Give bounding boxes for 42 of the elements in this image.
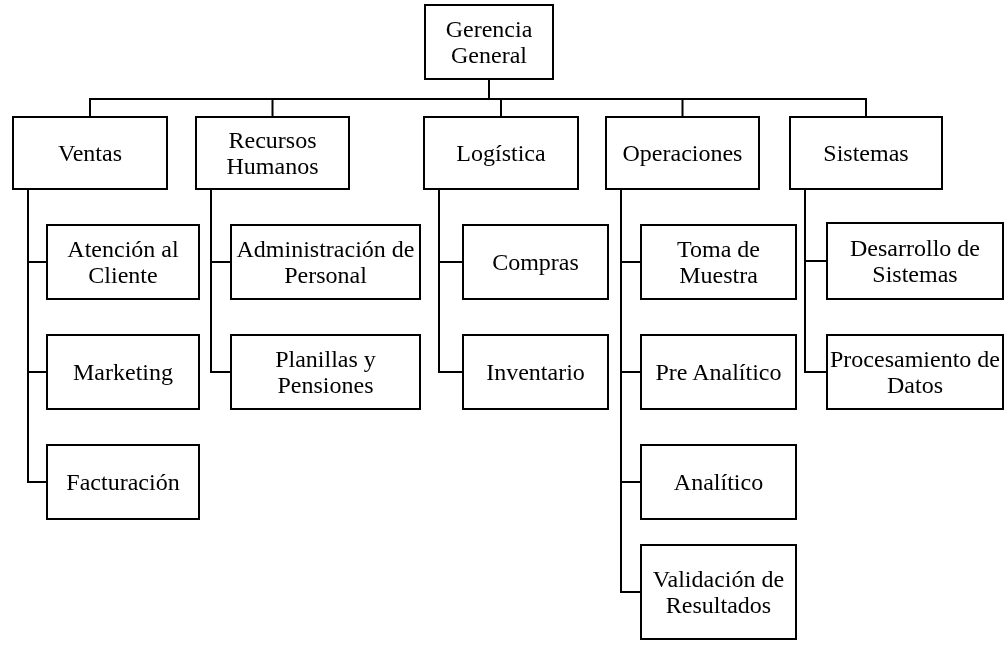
box-label: Toma de Muestra [676,235,761,289]
box-label: Planillas y Pensiones [274,345,377,399]
org-box [462,224,609,300]
org-box [789,116,943,190]
box-label: Atención al Cliente [66,235,180,289]
box-label: Inventario [486,358,585,386]
org-box [640,544,797,640]
box-label: Desarrollo de Sistemas [849,234,981,288]
org-box [230,224,421,300]
org-box [12,116,168,190]
org-box [605,116,760,190]
box-label: Analítico [673,468,764,496]
box-label: Pre Analítico [655,358,782,386]
box-label: Recursos Humanos [225,126,320,180]
org-box [640,224,797,300]
box-label: Validación de Resultados [651,565,786,619]
box-label: Administración de Personal [235,235,416,289]
box-label: Gerencia General [444,15,534,69]
box-label: Sistemas [823,139,909,167]
org-box [640,444,797,520]
org-box [640,334,797,410]
org-box [46,334,200,410]
box-label: Compras [492,248,579,276]
org-box [230,334,421,410]
box-label: Facturación [66,468,180,496]
org-box [423,116,579,190]
connector-line [210,189,231,373]
org-box [46,444,200,520]
org-box [462,334,609,410]
org-box [46,224,200,300]
connector-line [27,189,47,483]
org-box [826,222,1004,300]
org-box [195,116,350,190]
box-label: Ventas [58,139,122,167]
connector-line [804,189,827,373]
org-box [424,4,554,80]
connector-line [438,189,463,373]
box-label: Marketing [73,358,173,386]
org-box [826,334,1004,410]
box-label: Operaciones [622,139,743,167]
box-label: Logística [456,139,546,167]
box-label: Procesamiento de Datos [830,345,1000,399]
